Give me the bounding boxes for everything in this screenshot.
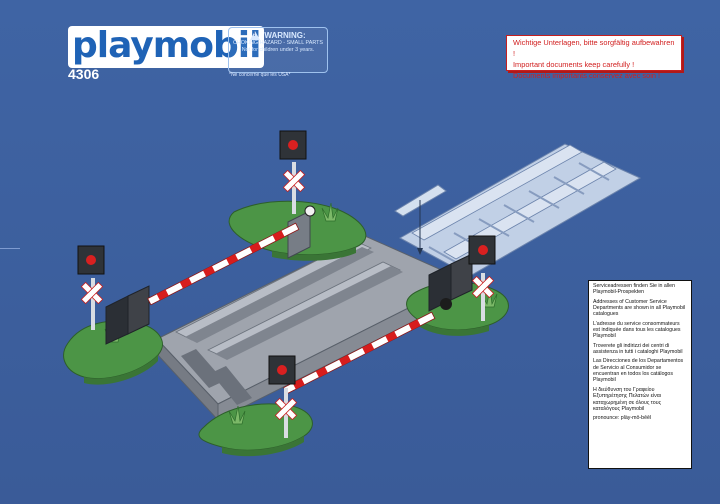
road-crossing-base: [156, 235, 466, 422]
warning-heading-row: WARNING:: [229, 31, 327, 40]
service-address-info: Serviceadressen finden Sie in allen Play…: [588, 280, 692, 469]
barrier-arms: [147, 222, 436, 395]
notice-line-fr: Documents importants conservez avec soin…: [513, 71, 661, 80]
logo-text: playmobil: [68, 26, 265, 68]
pronunciation-text: pronounce: pläy-mō-bēēl: [593, 415, 652, 422]
important-documents-notice: Wichtige Unterlagen, bitte sorgfältig au…: [506, 35, 682, 80]
service-text-de: Serviceadressen finden Sie in allen Play…: [593, 283, 676, 296]
warning-heading: WARNING:: [264, 31, 306, 40]
service-text-fr: L’adresse du service consommateurs est i…: [593, 320, 681, 340]
notice-line-de: Wichtige Unterlagen, bitte sorgfältig au…: [513, 38, 675, 58]
loose-track-piece: [394, 143, 642, 277]
warning-triangle-icon: [250, 31, 261, 40]
service-text-en: Addresses of Customer Service Department…: [593, 298, 686, 318]
notice-line-en: Important documents keep carefully !: [513, 60, 635, 69]
page-edge-mark: [0, 248, 20, 249]
warning-box: WARNING: CHOKING HAZARD - SMALL PARTS No…: [228, 27, 328, 73]
barrier-units: [105, 205, 473, 345]
service-text-it: Troverete gli indirizzi dei centri di as…: [593, 342, 683, 356]
service-text-es: Las Direcciones de los Departamentos de …: [593, 358, 684, 384]
product-number: 4306: [68, 66, 100, 82]
service-text-el: Η διεύθυνση του Γραφείου Εξυπηρέτησης Πε…: [593, 386, 662, 412]
warning-line-2: Not for children under 3 years.: [241, 47, 315, 53]
crossing-signals: [77, 130, 496, 438]
warning-line-1: CHOKING HAZARD - SMALL PARTS: [232, 40, 324, 46]
playmobil-logo: playmobil: [68, 26, 265, 68]
usa-note: *Ne concerne que les USA*: [229, 72, 291, 78]
